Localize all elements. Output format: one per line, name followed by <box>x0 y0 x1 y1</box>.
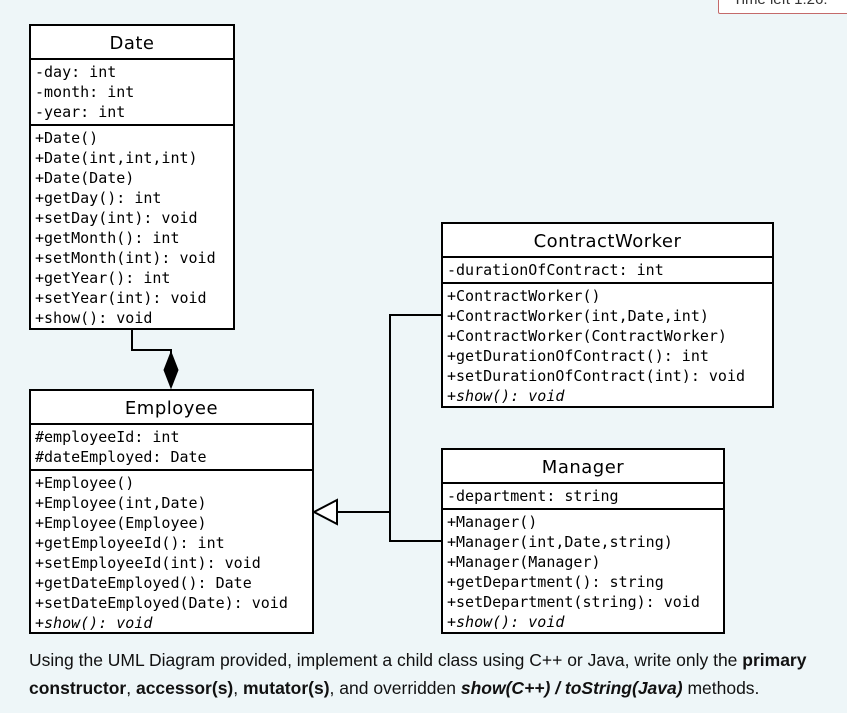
class-attributes: -department: string <box>443 484 723 510</box>
class-attributes: -durationOfContract: int <box>443 258 772 284</box>
caption-text: , <box>126 678 136 698</box>
class-methods: +Date() +Date(int,int,int) +Date(Date) +… <box>31 126 233 328</box>
class-contractworker: ContractWorker -durationOfContract: int … <box>441 222 774 408</box>
method: +Date(Date) <box>35 169 135 187</box>
method: +Employee(Employee) <box>35 514 207 532</box>
caption-bold-italic-term: show(C++) / toString(Java) <box>460 678 683 698</box>
uml-diagram: Date -day: int -month: int -year: int +D… <box>29 24 774 634</box>
method: +setDurationOfContract(int): void <box>447 367 746 385</box>
class-methods: +Employee() +Employee(int,Date) +Employe… <box>31 471 312 632</box>
method: +Manager(int,Date,string) <box>447 533 673 551</box>
abstract-method: +show(): void <box>447 613 565 631</box>
class-title: Date <box>31 26 233 60</box>
method: +show(): void <box>35 309 153 327</box>
attribute: -year: int <box>35 103 126 121</box>
inheritance-line-manager <box>389 512 443 542</box>
class-manager: Manager -department: string +Manager() +… <box>441 448 725 634</box>
caption-text: methods. <box>682 678 760 698</box>
abstract-method: +show(): void <box>447 387 565 405</box>
method: +getDepartment(): string <box>447 573 664 591</box>
method: +Manager(Manager) <box>447 553 601 571</box>
class-methods: +ContractWorker() +ContractWorker(int,Da… <box>443 284 772 406</box>
caption-text: , <box>233 678 243 698</box>
method: +getDurationOfContract(): int <box>447 347 709 365</box>
class-employee: Employee #employeeId: int #dateEmployed:… <box>29 389 314 634</box>
class-attributes: -day: int -month: int -year: int <box>31 60 233 126</box>
caption-bold-term: mutator(s) <box>243 678 330 698</box>
attribute: -department: string <box>447 487 619 505</box>
method: +Date() <box>35 129 99 147</box>
method: +Employee(int,Date) <box>35 494 207 512</box>
method: +setMonth(int): void <box>35 249 216 267</box>
uml-connectors <box>131 314 443 542</box>
method: +getMonth(): int <box>35 229 180 247</box>
question-text: Using the UML Diagram provided, implemen… <box>29 646 844 702</box>
method: +Date(int,int,int) <box>35 149 198 167</box>
method: +getDateEmployed(): Date <box>35 574 252 592</box>
attribute: #dateEmployed: Date <box>35 448 207 466</box>
caption-text: Using the UML Diagram provided, implemen… <box>29 650 743 670</box>
class-date: Date -day: int -month: int -year: int +D… <box>29 24 235 330</box>
method: +setDay(int): void <box>35 209 198 227</box>
abstract-method: +show(): void <box>35 614 153 632</box>
class-title: Employee <box>31 391 312 425</box>
method: +getYear(): int <box>35 269 171 287</box>
method: +setYear(int): void <box>35 289 207 307</box>
attribute: -month: int <box>35 83 135 101</box>
attribute: -durationOfContract: int <box>447 261 664 279</box>
method: +setDateEmployed(Date): void <box>35 594 288 612</box>
method: +Employee() <box>35 474 135 492</box>
caption-bold-term: primary constructor <box>29 650 807 698</box>
method: +ContractWorker(int,Date,int) <box>447 307 709 325</box>
composition-diamond <box>163 350 179 390</box>
method: +ContractWorker() <box>447 287 601 305</box>
class-attributes: #employeeId: int #dateEmployed: Date <box>31 425 312 471</box>
method: +setDepartment(string): void <box>447 593 700 611</box>
method: +setEmployeeId(int): void <box>35 554 261 572</box>
class-title: Manager <box>443 450 723 484</box>
inheritance-line-contractworker <box>389 314 443 512</box>
method: +getEmployeeId(): int <box>35 534 225 552</box>
composition-line <box>131 330 172 355</box>
time-left-indicator: Time left 1:26: <box>718 0 847 14</box>
caption-text: , and overridden <box>329 678 461 698</box>
method: +Manager() <box>447 513 538 531</box>
class-methods: +Manager() +Manager(int,Date,string) +Ma… <box>443 510 723 632</box>
class-title: ContractWorker <box>443 224 772 258</box>
method: +ContractWorker(ContractWorker) <box>447 327 727 345</box>
caption-bold-term: accessor(s) <box>135 678 234 698</box>
method: +getDay(): int <box>35 189 162 207</box>
attribute: -day: int <box>35 63 117 81</box>
inheritance-arrowhead <box>311 498 338 526</box>
attribute: #employeeId: int <box>35 428 180 446</box>
